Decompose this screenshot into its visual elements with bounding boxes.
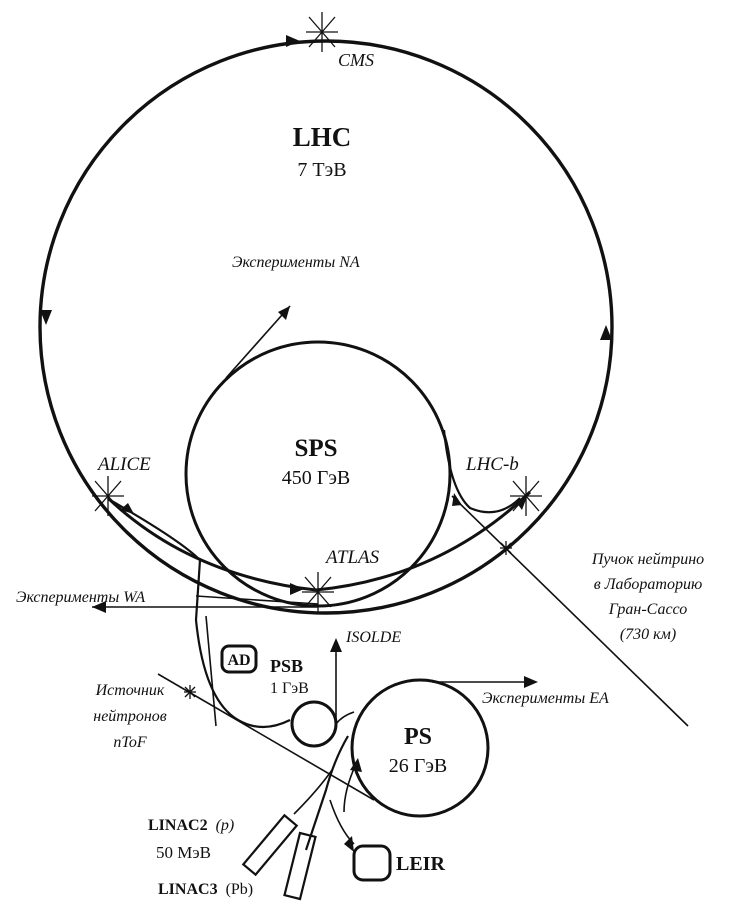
- linac2-energy: 50 МэВ: [156, 843, 211, 862]
- ps-to-sps-line: [194, 559, 291, 729]
- atlas-label: ATLAS: [324, 547, 380, 568]
- leir-arrow: [344, 836, 354, 852]
- ad-label: AD: [227, 652, 250, 669]
- na-arrow: [278, 306, 290, 320]
- cms-star: [306, 12, 338, 52]
- isolde-label: ISOLDE: [345, 629, 401, 646]
- lhcb-label: LHC-b: [465, 454, 519, 475]
- ps-energy: 26 ГэВ: [389, 755, 448, 777]
- psb-title: PSB: [270, 656, 303, 676]
- psb-energy: 1 ГэВ: [270, 680, 309, 697]
- ntof-line-3: nToF: [113, 734, 146, 751]
- ea-arrow: [524, 676, 538, 688]
- linac2-name: LINAC2: [148, 817, 208, 834]
- wa-link: [195, 595, 319, 605]
- linac2-box: [241, 813, 299, 877]
- linac-feed-line-2: [293, 769, 333, 815]
- lhc-arrow-right: [600, 325, 612, 340]
- ti2-transfer-line: [109, 499, 201, 561]
- lhc-ring: [38, 39, 614, 615]
- experiments-wa-label: Эксперименты WA: [16, 589, 145, 606]
- neutrino-line-4: (730 км): [620, 626, 676, 643]
- leir-box: [352, 844, 392, 882]
- psb-ring: [290, 700, 338, 748]
- cms-label: CMS: [338, 50, 374, 70]
- lhc-arrow-left: [40, 310, 52, 325]
- sps-title: SPS: [294, 435, 337, 462]
- lhc-energy: 7 ТэВ: [297, 159, 346, 181]
- lhc-inner-arc-right: [315, 490, 532, 592]
- experiments-ea-label: Эксперименты EA: [482, 690, 609, 707]
- arc-arrow-atlas: [290, 583, 304, 595]
- linac3-label: LINAC3 (Pb): [158, 881, 253, 898]
- sps-energy: 450 ГэВ: [282, 467, 351, 489]
- lhc-arrow-cms: [286, 35, 300, 47]
- alice-label: ALICE: [96, 454, 151, 475]
- sps-injection-line: [205, 615, 217, 727]
- lhc-title: LHC: [293, 122, 352, 152]
- neutrino-line-1: Пучок нейтрино: [591, 551, 704, 568]
- ntof-line-1: Источник: [95, 682, 165, 699]
- linac3-name: LINAC3: [158, 881, 218, 898]
- wa-arrow: [92, 601, 106, 613]
- linac3-box: [283, 831, 317, 901]
- ntof-line: [157, 673, 375, 801]
- linac2-label: LINAC2 (p): [148, 817, 234, 834]
- alice-star: [92, 476, 124, 516]
- neutrino-line-2: в Лабораторию: [594, 576, 702, 593]
- ps-ring: [350, 678, 490, 818]
- ntof-line-2: нейтронов: [93, 708, 167, 725]
- psb-to-ps-line: [335, 711, 355, 725]
- neutrino-beam-line: [451, 495, 689, 727]
- linac-feed-line: [304, 735, 349, 851]
- linac3-particle: (Pb): [226, 881, 254, 898]
- atlas-star: [302, 572, 334, 612]
- ad-box: [220, 644, 258, 674]
- lhc-inner-arc-left: [106, 496, 317, 592]
- na-extraction-line: [225, 305, 291, 379]
- ntof-star: [184, 685, 196, 699]
- leir-feed-line: [329, 799, 355, 845]
- linac2-particle: (p): [216, 817, 235, 834]
- leir-label: LEIR: [396, 853, 445, 875]
- ps-inject-arrow: [350, 758, 362, 772]
- neutrino-star: [500, 541, 512, 555]
- isolde-arrow: [330, 638, 342, 652]
- lhcb-star: [510, 476, 542, 516]
- experiments-na-label: Эксперименты NA: [232, 254, 360, 271]
- ps-title: PS: [404, 724, 432, 750]
- ti8-transfer-line: [442, 429, 521, 514]
- neutrino-line-3: Гран-Сассо: [608, 601, 688, 618]
